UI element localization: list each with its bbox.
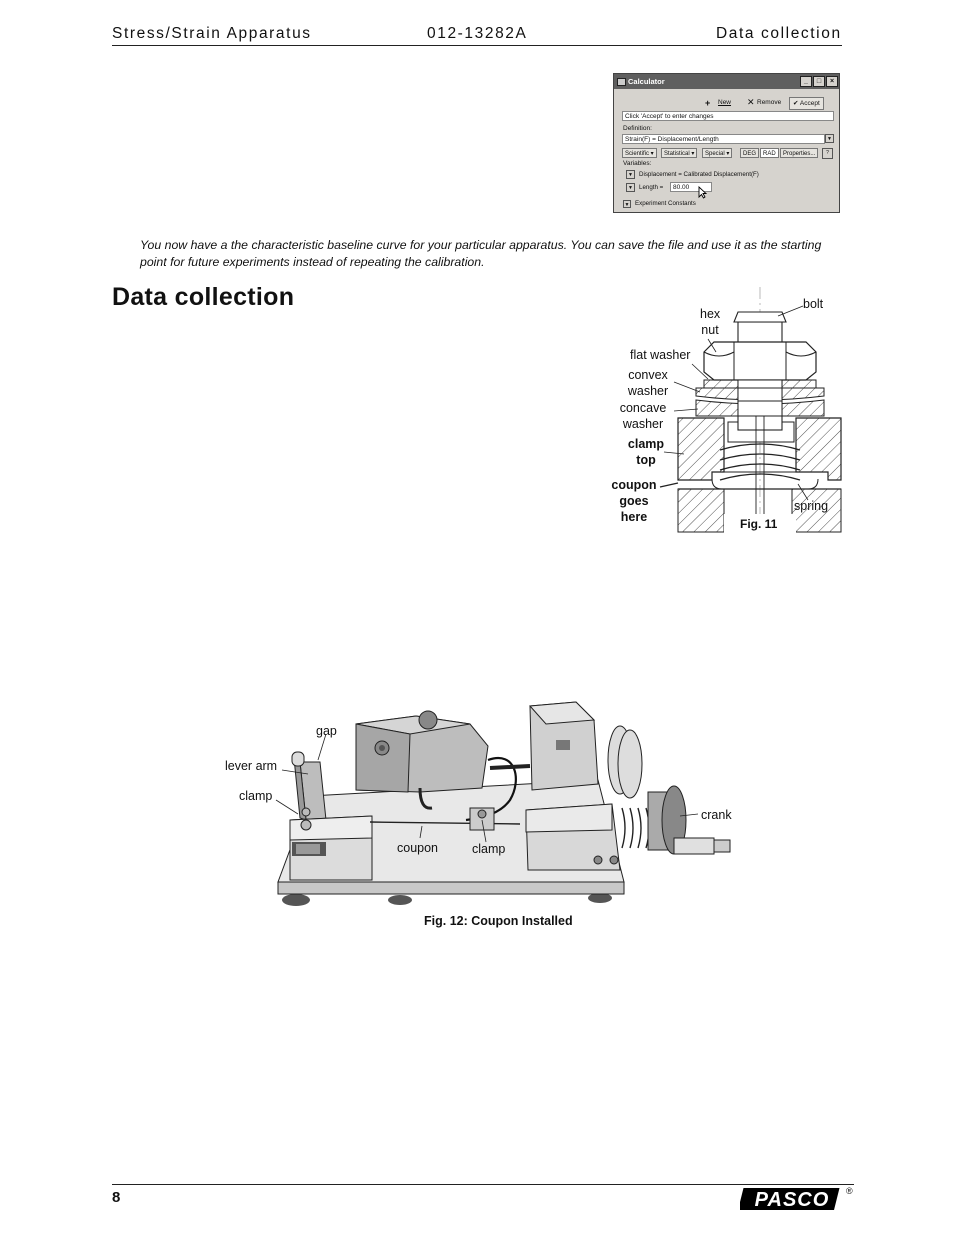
header-doc-number: 012-13282A [427,25,528,42]
label-crank: crank [701,808,732,822]
label-nut: nut [701,323,719,337]
label-convex: convex [628,368,668,382]
length-input[interactable]: 80.00 [670,182,712,192]
minimize-icon[interactable]: _ [800,76,812,87]
variable-1-dropdown-icon[interactable]: ▼ [626,170,635,179]
calculator-title: Calculator [628,77,665,86]
apparatus-drawing [275,701,731,906]
variable-2-dropdown-icon[interactable]: ▼ [626,183,635,192]
label-clamp-left: clamp [239,789,273,803]
variable-2-label: Length = [639,184,664,191]
help-icon[interactable]: ? [822,148,833,159]
figure-11: bolt hex nut flat washer convex washer c… [604,282,844,544]
deg-button[interactable]: DEG [740,148,760,158]
label-here: here [620,510,648,524]
constants-label: Experiment Constants [635,200,696,207]
label-concave-washer: washer [622,417,664,431]
variables-label: Variables: [623,160,652,167]
new-button[interactable]: New [718,99,732,106]
pasco-logo-graphic: PASCO [740,1188,840,1211]
header-rule [112,45,842,46]
definition-input[interactable]: Strain(F) = Displacement/Length [622,134,825,144]
header-title: Stress/Strain Apparatus [112,25,312,42]
label-coupon: coupon [611,478,657,492]
close-icon[interactable]: × [826,76,838,87]
label-goes: goes [619,494,649,508]
label-concave: concave [619,401,667,415]
pasco-logo: PASCO ® [740,1186,853,1212]
x-icon: ✕ [747,97,755,107]
label-lever-arm: lever arm [225,759,278,773]
plus-icon: + [705,98,711,108]
label-spring: spring [794,499,829,513]
figure-11-caption: Fig. 11 [740,517,778,531]
label-bolt: bolt [803,297,824,311]
label-clamp: clamp [627,437,665,451]
label-convex-washer: washer [627,384,669,398]
clamp-cross-section [659,287,842,538]
check-icon: ✔ [793,100,800,107]
rad-button[interactable]: RAD [760,148,779,158]
calculator-titlebar: Calculator _ □ × [614,74,839,89]
definition-dropdown-icon[interactable]: ▼ [825,134,834,143]
figure-12-caption: Fig. 12: Coupon Installed [424,914,573,928]
scientific-menu[interactable]: Scientific ▾ [622,148,657,158]
label-clamp-center: clamp [472,842,506,856]
intro-paragraph: You now have a the characteristic baseli… [140,238,822,269]
label-coupon: coupon [397,841,439,855]
accept-button[interactable]: ✔ Accept [789,97,824,110]
maximize-icon[interactable]: □ [813,76,825,87]
registered-mark: ® [846,1186,853,1196]
label-hex: hex [700,307,721,321]
properties-button[interactable]: Properties... [780,148,819,158]
label-gap: gap [316,724,337,738]
cursor-icon [698,186,707,199]
label-flat-washer: flat washer [630,348,691,362]
definition-label: Definition: [623,125,652,132]
section-title: Data collection [112,283,295,311]
instruction-field: Click 'Accept' to enter changes [622,111,834,121]
variable-1: Displacement = Calibrated Displacement(F… [639,171,759,178]
label-clamp-top: top [636,453,656,467]
logo-text: PASCO [755,1189,830,1211]
remove-button[interactable]: Remove [757,99,782,106]
footer-rule [112,1184,854,1185]
constants-expand-icon[interactable]: ▼ [623,200,631,208]
calculator-icon [617,78,626,86]
special-menu[interactable]: Special ▾ [702,148,733,158]
page-number: 8 [112,1189,121,1206]
calculator-window: Calculator _ □ × + New ✕ Remove ✔ Accept… [613,73,840,213]
header-section: Data collection [716,25,842,42]
figure-12: gap lever arm clamp coupon clamp crank [220,690,760,912]
statistical-menu[interactable]: Statistical ▾ [661,148,698,158]
